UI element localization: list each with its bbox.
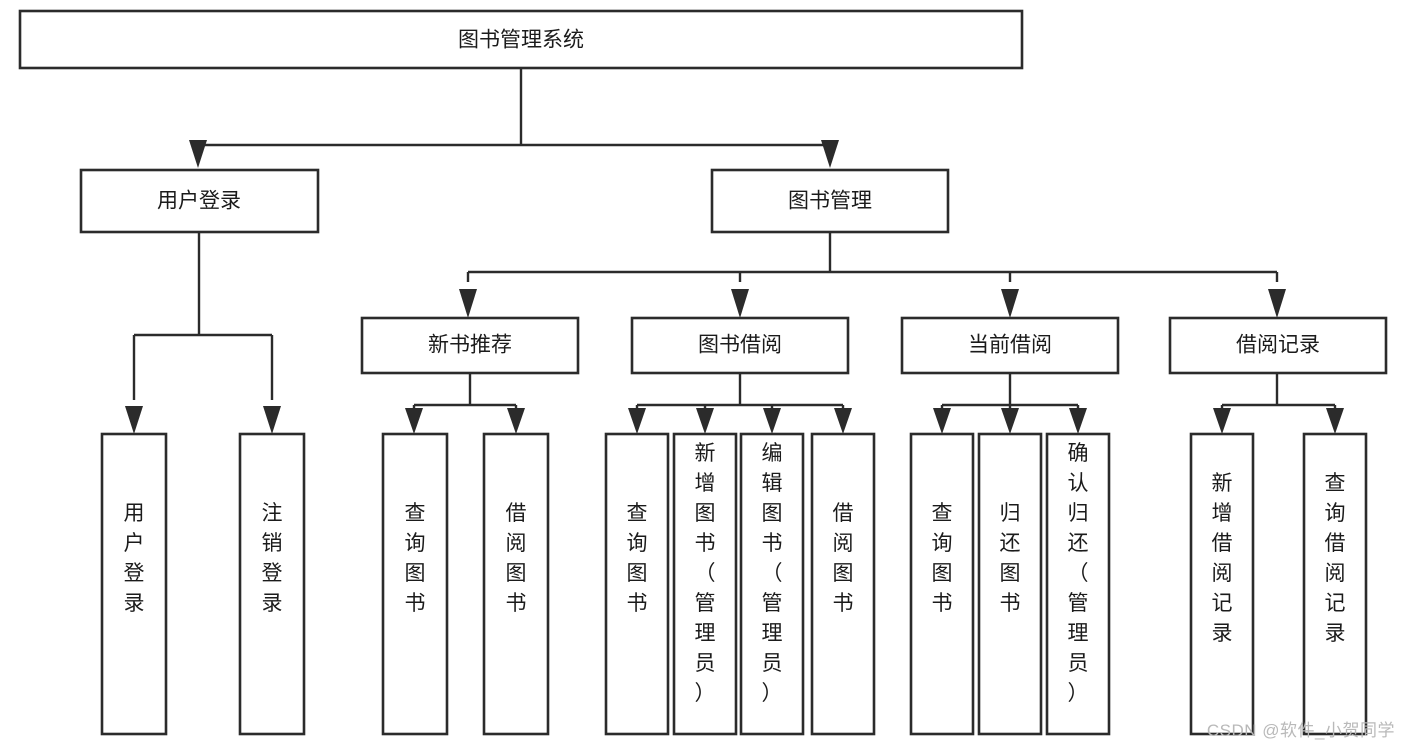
leaf-node[interactable]: 查询图书 <box>381 432 449 736</box>
connector-bookborrow-to-leaves <box>628 373 852 434</box>
arrow-head-icon <box>1268 289 1286 318</box>
arrow-head-icon <box>1001 289 1019 318</box>
leaf-node[interactable]: 新增图书（管理员） <box>672 432 738 736</box>
arrow-head-icon <box>834 408 852 434</box>
arrow-head-icon <box>125 406 143 434</box>
node-new-book-recommend-label: 新书推荐 <box>428 334 512 357</box>
leaf-label: 借阅图书 <box>506 502 527 615</box>
leaf-node[interactable]: 查询借阅记录 <box>1302 432 1368 736</box>
leaf-node[interactable]: 确认归还（管理员） <box>1045 432 1111 736</box>
leaf-node[interactable]: 查询图书 <box>909 432 975 736</box>
leaf-label: 查询图书 <box>932 502 953 615</box>
csdn-watermark: CSDN @软件_小贺同学 <box>1206 721 1395 740</box>
leaf-label: 借阅图书 <box>833 502 854 615</box>
node-root-label: 图书管理系统 <box>458 29 584 52</box>
node-current-borrow-label: 当前借阅 <box>968 334 1052 357</box>
arrow-head-icon <box>696 408 714 434</box>
leaf-node[interactable]: 编辑图书（管理员） <box>739 432 805 736</box>
leaf-node[interactable]: 用户登录 <box>100 432 168 736</box>
node-user-login[interactable]: 用户登录 <box>79 168 320 234</box>
connector-bookmgmt-to-level3 <box>459 232 1286 318</box>
leaf-node[interactable]: 借阅图书 <box>810 432 876 736</box>
arrow-head-icon <box>459 289 477 318</box>
leaf-label: 查询图书 <box>627 502 648 615</box>
connector-root-to-level2 <box>189 68 839 168</box>
arrow-head-icon <box>1326 408 1344 434</box>
arrow-head-icon <box>1213 408 1231 434</box>
leaf-label: 新增图书（管理员） <box>695 442 716 705</box>
arrow-head-icon <box>405 408 423 434</box>
leaf-label: 归还图书 <box>1000 502 1021 615</box>
arrow-head-icon <box>263 406 281 434</box>
node-book-borrow-label: 图书借阅 <box>698 334 782 357</box>
leaf-label: 编辑图书（管理员） <box>762 442 783 705</box>
node-book-management-label: 图书管理 <box>788 190 872 213</box>
connector-borrowrecord-to-leaves <box>1213 373 1344 434</box>
arrow-head-icon <box>933 408 951 434</box>
arrow-head-icon <box>763 408 781 434</box>
node-book-management[interactable]: 图书管理 <box>710 168 950 234</box>
node-user-login-label: 用户登录 <box>157 190 241 213</box>
arrow-head-icon <box>189 140 207 168</box>
leaf-label: 用户登录 <box>124 502 145 615</box>
arrow-head-icon <box>507 408 525 434</box>
leaf-node[interactable]: 注销登录 <box>238 432 306 736</box>
connector-newbook-to-leaves <box>405 373 525 434</box>
arrow-head-icon <box>628 408 646 434</box>
leaf-label: 新增借阅记录 <box>1212 472 1233 645</box>
leaf-node[interactable]: 归还图书 <box>977 432 1043 736</box>
arrow-head-icon <box>1001 408 1019 434</box>
arrow-head-icon <box>821 140 839 168</box>
leaf-label: 查询借阅记录 <box>1325 472 1346 645</box>
node-current-borrow[interactable]: 当前借阅 <box>900 316 1120 375</box>
node-borrow-record-label: 借阅记录 <box>1236 334 1320 357</box>
node-book-borrow[interactable]: 图书借阅 <box>630 316 850 375</box>
node-new-book-recommend[interactable]: 新书推荐 <box>360 316 580 375</box>
leaf-node[interactable]: 新增借阅记录 <box>1189 432 1255 736</box>
leaf-label: 确认归还（管理员） <box>1068 442 1089 705</box>
leaf-node[interactable]: 借阅图书 <box>482 432 550 736</box>
connector-currentborrow-to-leaves <box>933 373 1087 434</box>
node-root[interactable]: 图书管理系统 <box>18 9 1024 70</box>
leaf-label: 注销登录 <box>262 502 283 615</box>
arrow-head-icon <box>731 289 749 318</box>
arrow-head-icon <box>1069 408 1087 434</box>
connector-userlogin-to-leaves <box>125 232 281 434</box>
leaf-label: 查询图书 <box>405 502 426 615</box>
node-borrow-record[interactable]: 借阅记录 <box>1168 316 1388 375</box>
leaf-node[interactable]: 查询图书 <box>604 432 670 736</box>
